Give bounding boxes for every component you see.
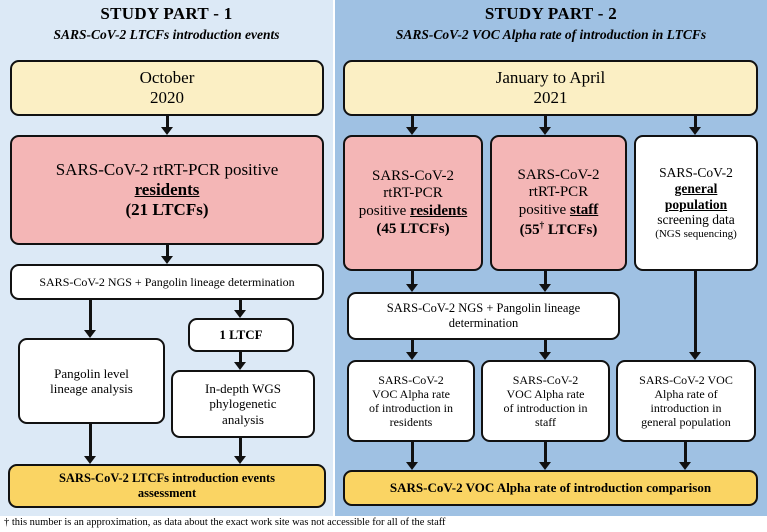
- study-part-2-panel: STUDY PART - 2 SARS-CoV-2 VOC Alpha rate…: [335, 0, 767, 516]
- footnote: † this number is an approximation, as da…: [4, 517, 446, 528]
- part2-rate-residents-box: SARS-CoV-2 VOC Alpha rate of introductio…: [347, 360, 475, 442]
- part2-date-line1: January to April: [495, 67, 606, 87]
- part1-wgs-line2: phylogenetic: [209, 396, 277, 412]
- part1-ltcf-text: 1 LTCF: [219, 327, 263, 343]
- part2-date-box: January to April 2021: [343, 60, 758, 116]
- part2-comparison-text: SARS-CoV-2 VOC Alpha rate of introductio…: [389, 480, 712, 496]
- part1-ngs-box: SARS-CoV-2 NGS + Pangolin lineage determ…: [10, 264, 324, 300]
- part2-rate-general-line2: Alpha rate of: [654, 386, 718, 401]
- study-part-1-panel: STUDY PART - 1 SARS-CoV-2 LTCFs introduc…: [0, 0, 333, 516]
- part2-general-bold2: population: [664, 196, 728, 212]
- part2-residents-count: (45 LTCFs): [376, 220, 450, 237]
- part1-pcr-line1: SARS-CoV-2 rtRT-PCR positive: [55, 159, 279, 179]
- part2-general-line3: screening data: [657, 212, 735, 228]
- part2-staff-count-suffix: LTCFs): [544, 221, 598, 238]
- part2-rate-general-box: SARS-CoV-2 VOC Alpha rate of introductio…: [616, 360, 756, 442]
- part2-general-line4: (NGS sequencing): [655, 228, 737, 241]
- part1-subtitle: SARS-CoV-2 LTCFs introduction events: [53, 27, 280, 42]
- part1-date-line1: October: [139, 67, 195, 87]
- part2-rate-general-line4: general population: [641, 415, 731, 430]
- part2-staff-line3: positive staff: [519, 202, 599, 220]
- part2-rate-residents-line4: residents: [389, 415, 433, 430]
- part2-residents-box: SARS-CoV-2 rtRT-PCR positive residents (…: [343, 135, 483, 271]
- part2-staff-count-prefix: (55: [519, 221, 540, 238]
- part2-comparison-box: SARS-CoV-2 VOC Alpha rate of introductio…: [343, 470, 758, 506]
- part2-ngs-box: SARS-CoV-2 NGS + Pangolin lineage determ…: [347, 292, 620, 340]
- part1-pangolin-box: Pangolin level lineage analysis: [18, 338, 165, 424]
- part2-staff-prefix: positive: [518, 202, 570, 218]
- part2-residents-prefix: positive: [358, 203, 410, 219]
- part2-residents-line3: positive residents: [359, 203, 467, 221]
- part2-rate-staff-line2: VOC Alpha rate: [506, 386, 585, 401]
- part2-rate-staff-line3: of introduction in: [503, 401, 588, 415]
- part2-rate-staff-line1: SARS-CoV-2: [512, 372, 579, 387]
- part2-rate-residents-line2: VOC Alpha rate: [372, 386, 450, 401]
- part2-rate-staff-box: SARS-CoV-2 VOC Alpha rate of introductio…: [481, 360, 610, 442]
- part1-title: STUDY PART - 1: [100, 4, 233, 23]
- part1-pangolin-line1: Pangolin level: [54, 365, 129, 381]
- part2-residents-word: residents: [410, 203, 468, 219]
- part2-rate-general-line1: SARS-CoV-2 VOC: [639, 372, 733, 387]
- part2-subtitle: SARS-CoV-2 VOC Alpha rate of introductio…: [395, 27, 707, 42]
- part2-residents-line2: rtRT-PCR: [383, 185, 443, 202]
- part1-assessment-box: SARS-CoV-2 LTCFs introduction events ass…: [8, 464, 326, 508]
- part2-ngs-line1: SARS-CoV-2 NGS + Pangolin lineage: [386, 301, 581, 316]
- part1-wgs-line1: In-depth WGS: [205, 381, 281, 396]
- part2-date-line2: 2021: [533, 88, 568, 107]
- part1-assessment-line1: SARS-CoV-2 LTCFs introduction events: [58, 471, 276, 486]
- part1-ltcf-box: 1 LTCF: [188, 318, 294, 352]
- part2-rate-residents-line1: SARS-CoV-2: [378, 372, 444, 387]
- part2-staff-line1: SARS-CoV-2: [517, 166, 600, 183]
- part2-staff-line2: rtRT-PCR: [528, 184, 589, 201]
- part2-staff-word: staff: [569, 202, 599, 218]
- part2-residents-line1: SARS-CoV-2: [372, 167, 454, 184]
- part1-wgs-box: In-depth WGS phylogenetic analysis: [171, 370, 315, 438]
- part1-assessment-line2: assessment: [137, 486, 197, 500]
- part1-pcr-residents: residents: [134, 179, 200, 199]
- part1-date-line2: 2020: [150, 88, 184, 107]
- part2-rate-staff-line4: staff: [534, 415, 557, 430]
- part1-pangolin-line2: lineage analysis: [50, 381, 133, 396]
- part2-staff-box: SARS-CoV-2 rtRT-PCR positive staff (55† …: [490, 135, 627, 271]
- part1-pcr-box: SARS-CoV-2 rtRT-PCR positive residents (…: [10, 135, 324, 245]
- part1-ngs-text: SARS-CoV-2 NGS + Pangolin lineage determ…: [39, 274, 295, 289]
- part2-rate-residents-line3: of introduction in: [369, 401, 453, 415]
- part2-general-bold1: general: [674, 180, 718, 196]
- part1-date-box: October 2020: [10, 60, 324, 116]
- part2-title: STUDY PART - 2: [484, 4, 618, 23]
- part2-general-line1: SARS-CoV-2: [659, 164, 733, 180]
- part2-ngs-line2: determination: [448, 316, 519, 330]
- dagger-mark: †: [539, 219, 545, 230]
- part1-wgs-line3: analysis: [222, 411, 264, 427]
- part2-general-box: SARS-CoV-2 general population screening …: [634, 135, 758, 271]
- part1-pcr-count: (21 LTCFs): [125, 200, 209, 220]
- part2-rate-general-line3: introduction in: [650, 401, 722, 415]
- part2-staff-count: (55† LTCFs): [520, 220, 598, 240]
